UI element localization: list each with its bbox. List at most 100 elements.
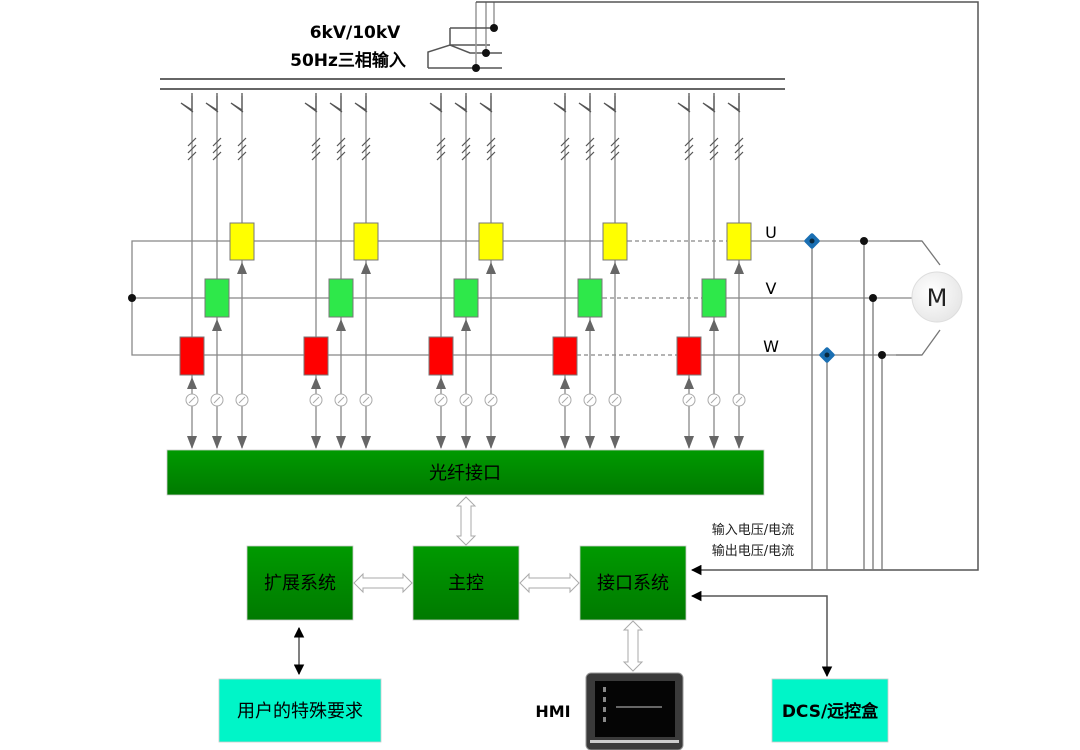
- cell-group-1: [179, 93, 255, 449]
- power-cell-w: [676, 336, 702, 376]
- power-cell-u: [229, 222, 255, 261]
- three-phase-slash-icon: [684, 144, 694, 154]
- junction-dot: [860, 237, 868, 245]
- three-phase-slash-icon: [486, 151, 496, 161]
- arrow-up-icon: [336, 319, 346, 331]
- arrow-up-icon: [436, 377, 446, 389]
- transformer-winding-icon: [205, 93, 219, 113]
- arrow-up-icon: [684, 377, 694, 389]
- arrow-down-icon: [212, 436, 222, 449]
- power-cells: [179, 93, 752, 449]
- three-phase-slash-icon: [336, 137, 346, 147]
- arrow-down-icon: [187, 436, 197, 449]
- three-phase-slash-icon: [237, 137, 247, 147]
- arrow-down-icon: [585, 436, 595, 449]
- arrow-down-icon: [237, 436, 247, 449]
- three-phase-slash-icon: [486, 144, 496, 154]
- expansion-main-arrow: [353, 572, 413, 594]
- fiber-interface-block[interactable]: 光纤接口: [166, 449, 765, 496]
- power-cell-u: [602, 222, 628, 261]
- three-phase-slash-icon: [237, 144, 247, 154]
- arrow-up-icon: [461, 319, 471, 331]
- transformer-winding-icon: [454, 93, 468, 113]
- phase-label-w: W: [763, 337, 779, 356]
- svg-text:主控: 主控: [448, 573, 484, 594]
- three-phase-slash-icon: [560, 144, 570, 154]
- motor-wiring: [811, 240, 941, 570]
- arrow-up-icon: [311, 377, 321, 389]
- three-phase-slash-icon: [336, 151, 346, 161]
- hmi-label: HMI: [535, 702, 570, 721]
- three-phase-slash-icon: [461, 137, 471, 147]
- expansion-system-block[interactable]: 扩展系统: [246, 545, 354, 621]
- user-requirements-block[interactable]: 用户的特殊要求: [218, 678, 382, 743]
- transformer-winding-icon: [479, 93, 493, 113]
- arrow-down-icon: [486, 436, 496, 449]
- arrow-up-icon: [361, 262, 371, 274]
- power-cell-v: [328, 278, 354, 318]
- power-cell-w: [303, 336, 329, 376]
- transformer-winding-icon: [603, 93, 617, 113]
- power-cell-v: [701, 278, 727, 318]
- arrow-down-icon: [610, 436, 620, 449]
- three-phase-slash-icon: [187, 151, 197, 161]
- arrow-up-icon: [585, 319, 595, 331]
- phase-label-v: V: [766, 279, 777, 298]
- main-control-block[interactable]: 主控: [412, 545, 520, 621]
- three-phase-slash-icon: [237, 151, 247, 161]
- measurement-input-label: 输入电压/电流: [712, 522, 794, 538]
- arrow-up-icon: [237, 262, 247, 274]
- cell-group-4: [552, 93, 628, 449]
- three-phase-slash-icon: [610, 151, 620, 161]
- hmi-monitor-icon[interactable]: [585, 672, 684, 750]
- power-cell-w: [179, 336, 205, 376]
- three-phase-slash-icon: [461, 144, 471, 154]
- three-phase-slash-icon: [734, 151, 744, 161]
- transformer-winding-icon: [702, 93, 716, 113]
- power-cell-u: [353, 222, 379, 261]
- three-phase-slash-icon: [436, 151, 446, 161]
- three-phase-slash-icon: [684, 137, 694, 147]
- neutral-point-dot: [128, 294, 136, 302]
- svg-text:接口系统: 接口系统: [597, 573, 669, 594]
- power-cell-v: [453, 278, 479, 318]
- svg-text:光纤接口: 光纤接口: [429, 463, 501, 484]
- transformer-winding-icon: [553, 93, 567, 113]
- arrow-down-icon: [311, 436, 321, 449]
- fiber-main-arrow: [455, 496, 477, 546]
- arrow-up-icon: [709, 319, 719, 331]
- arrow-up-icon: [212, 319, 222, 331]
- arrow-down-icon: [684, 436, 694, 449]
- three-phase-slash-icon: [311, 144, 321, 154]
- dcs-remote-box-block[interactable]: DCS/远控盒: [771, 678, 889, 743]
- arrow-down-icon: [709, 436, 719, 449]
- arrow-down-icon: [336, 436, 346, 449]
- arrow-up-icon: [486, 262, 496, 274]
- cell-group-2: [303, 93, 379, 449]
- svg-text:M: M: [927, 284, 948, 312]
- power-cell-w: [428, 336, 454, 376]
- transformer-winding-icon: [429, 93, 443, 113]
- arrow-down-icon: [734, 436, 744, 449]
- transformer-winding-icon: [354, 93, 368, 113]
- three-phase-slash-icon: [461, 151, 471, 161]
- three-phase-slash-icon: [560, 151, 570, 161]
- arrow-up-icon: [734, 262, 744, 274]
- three-phase-slash-icon: [361, 144, 371, 154]
- three-phase-slash-icon: [361, 151, 371, 161]
- interface-system-block[interactable]: 接口系统: [579, 545, 687, 621]
- transformer-winding-icon: [677, 93, 691, 113]
- power-cell-u: [726, 222, 752, 261]
- three-phase-slash-icon: [436, 137, 446, 147]
- input-switch-icon: [427, 2, 502, 72]
- three-phase-slash-icon: [684, 151, 694, 161]
- arrow-down-icon: [361, 436, 371, 449]
- three-phase-slash-icon: [187, 137, 197, 147]
- three-phase-slash-icon: [585, 144, 595, 154]
- svg-text:用户的特殊要求: 用户的特殊要求: [237, 701, 363, 722]
- three-phase-slash-icon: [311, 137, 321, 147]
- three-phase-slash-icon: [361, 137, 371, 147]
- junction-dot: [878, 351, 886, 359]
- arrow-up-icon: [560, 377, 570, 389]
